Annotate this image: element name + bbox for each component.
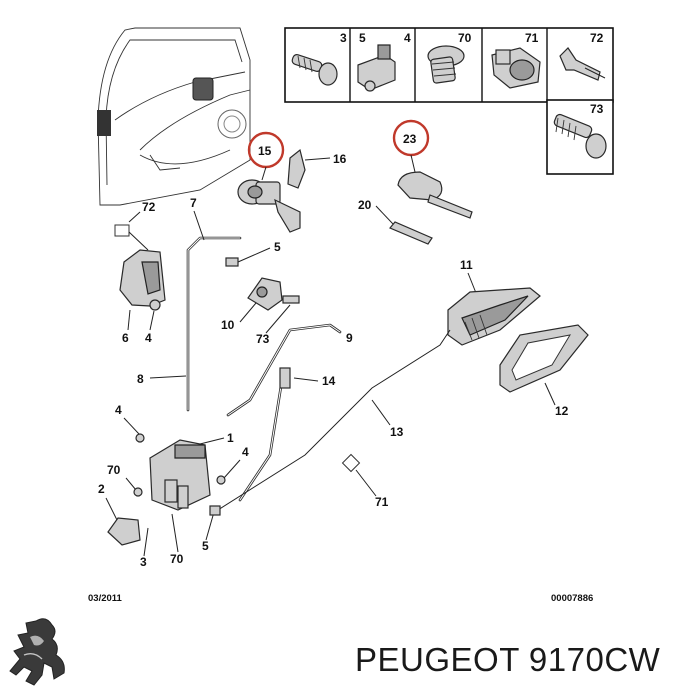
- callout-4-right: 4: [242, 445, 249, 459]
- callout-14: 14: [322, 374, 336, 388]
- screw-3-icon: [291, 54, 338, 86]
- legend-label-70: 70: [458, 31, 472, 45]
- clip-4-icon: [357, 44, 396, 92]
- door-illustration: [97, 27, 251, 206]
- callout-2: 2: [98, 482, 105, 496]
- screw-70-icon: [427, 45, 465, 84]
- door-latch-assembly: 1 4 4 70 2 3 70 5: [98, 403, 249, 569]
- callout-70-left: 70: [107, 463, 121, 477]
- key-assembly: 23 20: [358, 119, 473, 245]
- legend-label-73: 73: [590, 102, 604, 116]
- linkage-parts: 5 10 73: [221, 240, 300, 346]
- rivet-72-icon: [559, 47, 606, 81]
- callout-23: 23: [403, 132, 417, 146]
- callout-73: 73: [256, 332, 270, 346]
- callout-4-left: 4: [115, 403, 122, 417]
- brand-caption: PEUGEOT 9170CW: [355, 641, 661, 678]
- callout-5-bottom: 5: [202, 539, 209, 553]
- callout-12: 12: [555, 404, 569, 418]
- callout-11: 11: [460, 258, 473, 272]
- hardware-legend-box: 3 4 5 70 71 72 73: [284, 27, 614, 175]
- legend-label-5: 5: [359, 31, 366, 45]
- callout-72: 72: [142, 200, 156, 214]
- screw-73-icon: [553, 113, 607, 159]
- exterior-handle-assembly: 72 6 4: [114, 200, 166, 345]
- interior-handle-assembly: 11 12: [447, 258, 589, 418]
- callout-3: 3: [140, 555, 147, 569]
- callout-7: 7: [190, 196, 197, 210]
- date-code: 03/2011: [88, 593, 123, 604]
- callout-70-bottom: 70: [170, 552, 184, 566]
- callout-10: 10: [221, 318, 235, 332]
- callout-8: 8: [137, 372, 144, 386]
- callout-13: 13: [390, 425, 404, 439]
- legend-label-4: 4: [404, 31, 411, 45]
- callout-6: 6: [122, 331, 129, 345]
- callout-20: 20: [358, 198, 372, 212]
- lock-cylinder-assembly: 15 16: [237, 131, 347, 233]
- control-rods: 7 9 14 13 8: [137, 196, 451, 516]
- callout-4-upper: 4: [145, 331, 152, 345]
- reference-code: 00007886: [551, 593, 593, 604]
- callout-1: 1: [227, 431, 234, 445]
- clip-71-callout: 71: [341, 453, 389, 509]
- callout-16: 16: [333, 152, 347, 166]
- clip-71-icon: [491, 47, 541, 89]
- callout-71: 71: [375, 495, 389, 509]
- legend-label-71: 71: [525, 31, 539, 45]
- callout-15: 15: [258, 144, 272, 158]
- legend-label-3: 3: [340, 31, 347, 45]
- callout-5-upper: 5: [274, 240, 281, 254]
- peugeot-lion-logo: [9, 618, 65, 686]
- legend-label-72: 72: [590, 31, 604, 45]
- callout-9: 9: [346, 331, 353, 345]
